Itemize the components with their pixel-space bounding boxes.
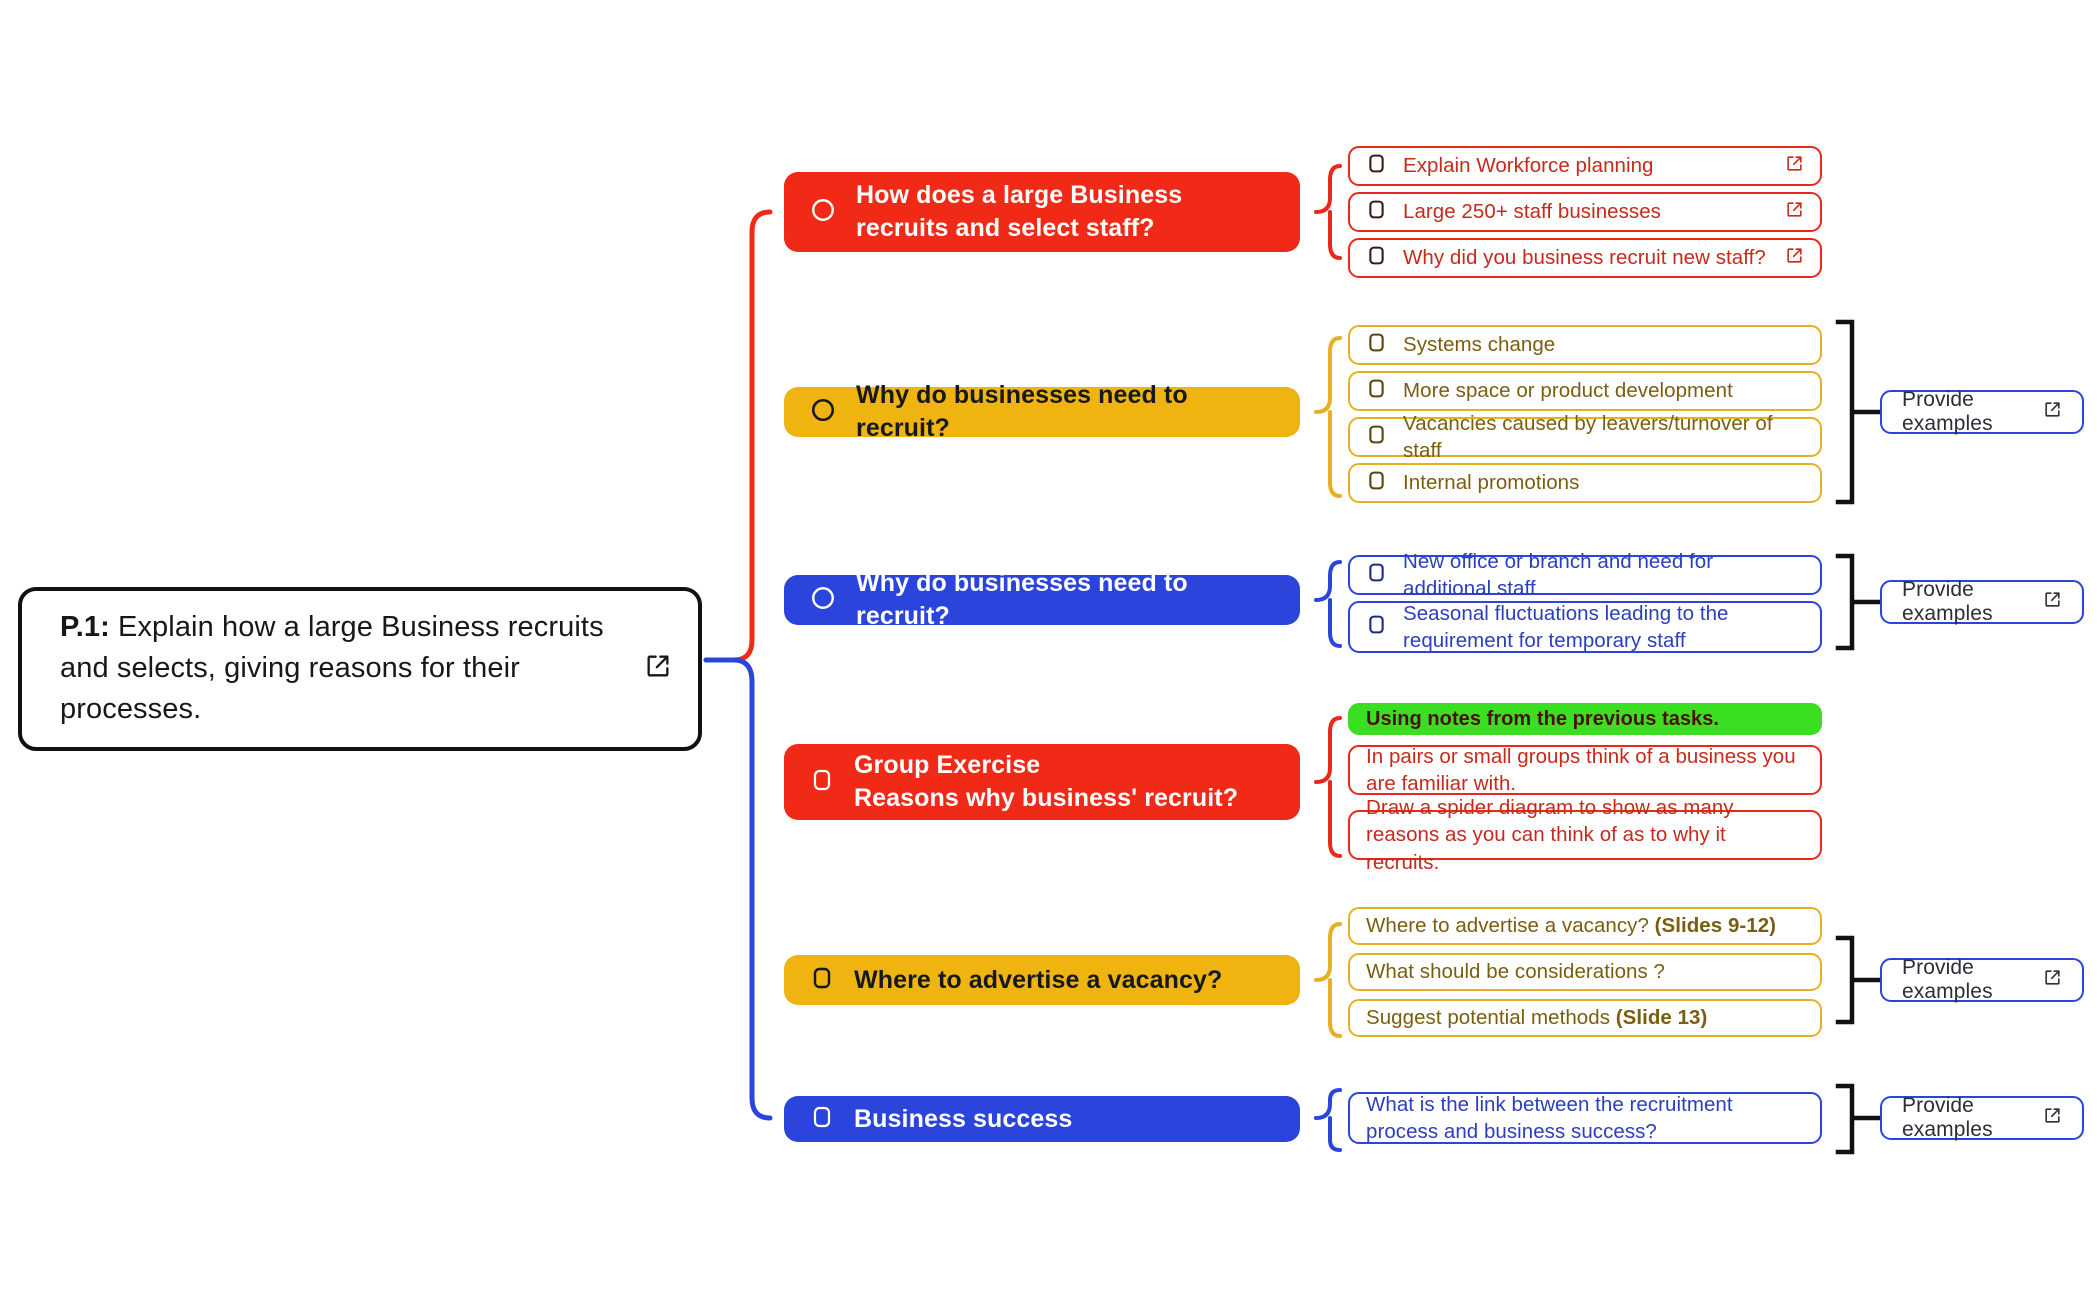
branch-node-how-large-business-recruits[interactable]: How does a large Business recruits and s… [784, 172, 1300, 252]
provide-examples-label: Provide examples [1902, 956, 1993, 1003]
external-link-icon[interactable] [644, 652, 672, 685]
child-text: Draw a spider diagram to show as many re… [1366, 796, 1734, 874]
external-link-icon[interactable] [2043, 1106, 2062, 1130]
circle-icon [810, 397, 836, 428]
branch-node-group-exercise[interactable]: Group Exercise Reasons why business' rec… [784, 744, 1300, 820]
child-box-highlight[interactable]: Using notes from the previous tasks. [1348, 703, 1822, 735]
child-text: Systems change [1403, 333, 1556, 357]
branch-node-business-success[interactable]: Business success [784, 1096, 1300, 1142]
branch-label: Why do businesses need to recruit? [856, 569, 1188, 630]
branch-label: How does a large Business recruits and s… [856, 181, 1183, 242]
child-box[interactable]: Explain Workforce planning [1348, 146, 1822, 186]
child-box[interactable]: Vacancies caused by leavers/turnover of … [1348, 412, 1822, 462]
child-box[interactable]: What should be considerations ? [1348, 953, 1822, 991]
checkbox-icon[interactable] [1366, 562, 1387, 588]
circle-icon [810, 585, 836, 616]
checkbox-icon[interactable] [1366, 245, 1387, 271]
child-text: Internal promotions [1403, 471, 1580, 495]
child-text: What is the link between the recruitment… [1366, 1092, 1733, 1143]
provide-examples-button[interactable]: Provide examples [1880, 578, 2084, 625]
checkbox-icon[interactable] [1366, 470, 1387, 496]
child-text: Using notes from the previous tasks. [1366, 707, 1719, 730]
child-box[interactable]: Where to advertise a vacancy? (Slides 9-… [1348, 907, 1822, 945]
checkbox-icon[interactable] [1366, 614, 1387, 640]
child-text: Seasonal fluctuations leading to the req… [1403, 601, 1729, 652]
branch-label: Business success [854, 1104, 1073, 1133]
child-box[interactable]: Systems change [1348, 325, 1822, 365]
child-text: What should be considerations ? [1366, 960, 1665, 984]
branch-node-where-to-advertise[interactable]: Where to advertise a vacancy? [784, 955, 1300, 1005]
provide-examples-label: Provide examples [1902, 578, 1993, 625]
child-text: Large 250+ staff businesses [1403, 200, 1661, 224]
child-text: Vacancies caused by leavers/turnover of … [1403, 411, 1773, 462]
checkbox-icon[interactable] [1366, 378, 1387, 404]
external-link-icon[interactable] [2043, 968, 2062, 992]
provide-examples-button[interactable]: Provide examples [1880, 956, 2084, 1003]
child-box[interactable]: Seasonal fluctuations leading to the req… [1348, 601, 1822, 653]
rounded-square-icon [810, 966, 834, 995]
child-text: New office or branch and need for additi… [1403, 549, 1714, 600]
checkbox-icon[interactable] [1366, 153, 1387, 179]
branch-node-why-recruit-blue[interactable]: Why do businesses need to recruit? [784, 569, 1300, 630]
child-text: Explain Workforce planning [1403, 154, 1654, 178]
external-link-icon[interactable] [1785, 200, 1804, 224]
provide-examples-label: Provide examples [1902, 388, 1993, 435]
branch-label: Group Exercise Reasons why business' rec… [854, 751, 1239, 812]
provide-examples-button[interactable]: Provide examples [1880, 388, 2084, 435]
branch-label: Why do businesses need to recruit? [856, 381, 1188, 442]
root-node-prefix: P.1: [60, 611, 110, 643]
root-node[interactable]: P.1: Explain how a large Business recrui… [18, 587, 702, 751]
checkbox-icon[interactable] [1366, 424, 1387, 450]
provide-examples-button[interactable]: Provide examples [1880, 1094, 2084, 1141]
child-box[interactable]: New office or branch and need for additi… [1348, 550, 1822, 600]
child-box[interactable]: In pairs or small groups think of a busi… [1348, 745, 1822, 795]
child-text: Suggest potential methods (Slide 13) [1366, 1006, 1708, 1030]
child-box[interactable]: Suggest potential methods (Slide 13) [1348, 999, 1822, 1037]
child-box[interactable]: Why did you business recruit new staff? [1348, 238, 1822, 278]
root-node-body: Explain how a large Business recruits an… [60, 611, 604, 726]
child-box[interactable]: More space or product development [1348, 371, 1822, 411]
branch-node-why-recruit-yellow[interactable]: Why do businesses need to recruit? [784, 381, 1300, 442]
external-link-icon[interactable] [2043, 590, 2062, 614]
rounded-square-icon [810, 768, 834, 797]
branch-label: Where to advertise a vacancy? [854, 965, 1223, 994]
checkbox-icon[interactable] [1366, 199, 1387, 225]
child-text: In pairs or small groups think of a busi… [1366, 744, 1796, 795]
child-text: Where to advertise a vacancy? (Slides 9-… [1366, 914, 1777, 938]
root-node-text: P.1: Explain how a large Business recrui… [60, 607, 626, 731]
circle-icon [810, 197, 836, 228]
rounded-square-icon [810, 1105, 834, 1134]
child-box[interactable]: Internal promotions [1348, 463, 1822, 503]
provide-examples-label: Provide examples [1902, 1094, 1993, 1141]
child-text: Why did you business recruit new staff? [1403, 246, 1766, 270]
child-text: More space or product development [1403, 379, 1733, 403]
child-box[interactable]: Draw a spider diagram to show as many re… [1348, 796, 1822, 874]
child-box[interactable]: Large 250+ staff businesses [1348, 192, 1822, 232]
checkbox-icon[interactable] [1366, 332, 1387, 358]
external-link-icon[interactable] [2043, 400, 2062, 424]
external-link-icon[interactable] [1785, 154, 1804, 178]
child-box[interactable]: What is the link between the recruitment… [1348, 1092, 1822, 1144]
external-link-icon[interactable] [1785, 246, 1804, 270]
